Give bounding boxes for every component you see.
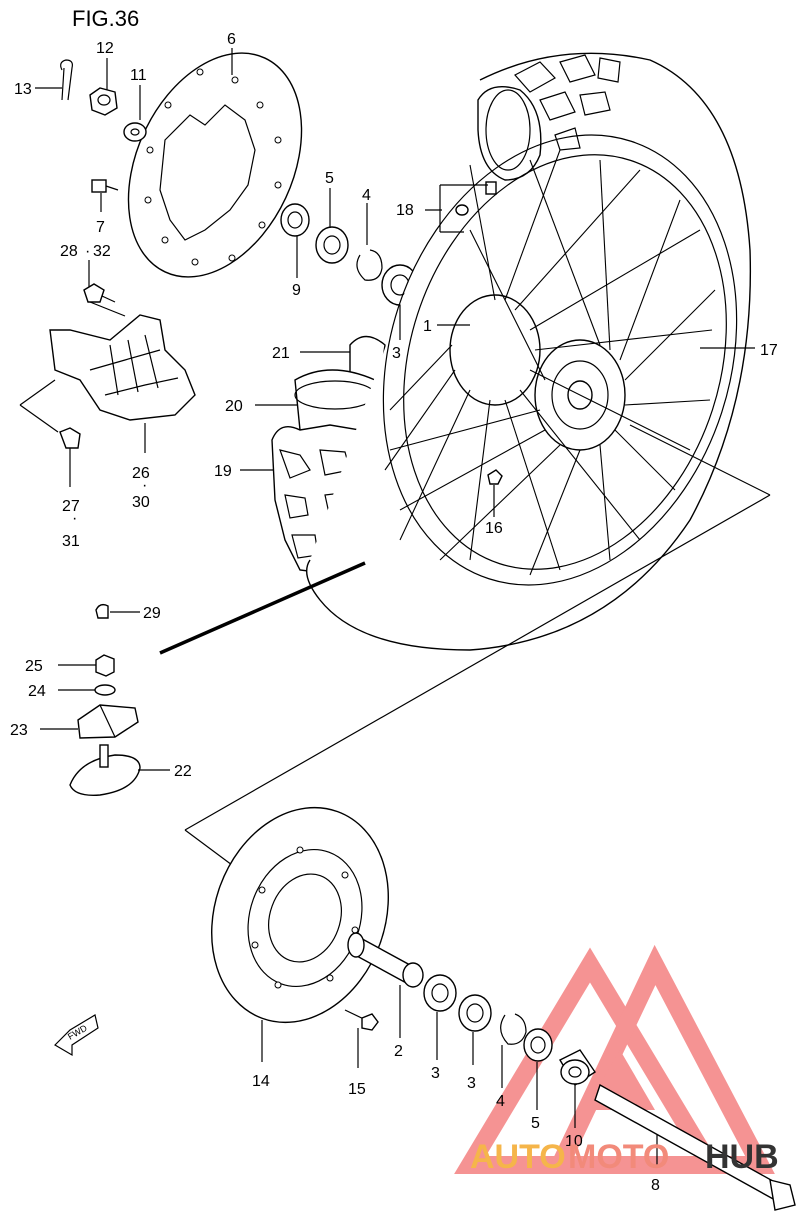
callout-15: 15 [348,1081,366,1098]
guide-line-b [184,494,771,831]
axle-line [159,561,366,655]
rear-sprocket [211,806,389,1024]
callout-28: 28 [60,243,78,260]
callout-26: 26 [132,465,150,482]
washer [123,122,147,142]
callout-29: 29 [143,605,161,622]
disc-bolt [91,179,119,193]
callout-12: 12 [96,40,114,57]
cotter-pin [60,59,73,101]
callout-19: 19 [214,463,232,480]
axle-collar [559,1049,596,1086]
callout-dot-b: · [142,477,147,494]
callout-23: 23 [10,722,28,739]
guard-screw [59,427,81,460]
oil-seal-5-top [315,226,349,264]
callout-5-bottom: 5 [531,1115,540,1132]
rear-axle [594,1083,796,1211]
watermark-moto: MOTO [568,1138,669,1176]
callout-4-top: 4 [362,187,371,204]
callout-13: 13 [14,81,32,98]
callout-21: 21 [272,345,290,362]
bearing-3-left [423,974,457,1012]
callout-7: 7 [96,219,105,236]
watermark-auto: AUTO [470,1138,566,1176]
callout-27: 27 [62,498,80,515]
callout-dot-c: · [72,510,77,527]
callout-dot-a: · [85,243,90,260]
guard-bolt [83,283,116,303]
callout-6: 6 [227,31,236,48]
axle-spacer [347,932,424,988]
valve-cap [95,603,109,619]
oil-seal-5-bottom [523,1028,553,1062]
callout-8: 8 [651,1177,660,1194]
rim-lock-nut [95,654,115,677]
wheel-assembly [306,52,752,651]
circlip-4-top [356,249,383,281]
callout-32: 32 [93,243,111,260]
watermark-logo [454,944,775,1174]
callout-24: 24 [28,683,46,700]
callout-20: 20 [225,398,243,415]
forward-arrow: FWD [54,1014,99,1057]
sprocket-bolt [344,1009,379,1031]
callout-17: 17 [760,342,778,359]
callout-9: 9 [292,282,301,299]
bearing-3-right [458,994,492,1032]
disc-guard [49,314,196,421]
callout-3-b: 3 [467,1075,476,1092]
circlip-4-bottom [500,1013,527,1045]
callout-30: 30 [132,494,150,511]
callout-3-a: 3 [431,1065,440,1082]
spacer-9 [280,203,310,237]
watermark-hub: HUB [705,1138,779,1176]
callout-25: 25 [25,658,43,675]
callout-22: 22 [174,763,192,780]
leader-lines [19,48,755,1168]
rim-lock [77,704,139,739]
figure-title: FIG.36 [72,6,139,31]
callout-1: 1 [423,318,432,335]
callout-11: 11 [130,67,147,84]
guide-line-a [629,424,771,496]
callout-4-bottom: 4 [496,1093,505,1110]
guide-line-c [184,829,233,866]
callout-18: 18 [396,202,414,219]
callout-31: 31 [62,533,80,550]
tube-valve [69,744,141,796]
castle-nut [89,87,118,116]
watermark-text: AUTO MOTO HUB [470,1138,779,1176]
rim-lock-washer [94,684,116,696]
callout-2: 2 [394,1043,403,1060]
callout-5-top: 5 [325,170,334,187]
callout-14: 14 [252,1073,270,1090]
callout-10: 10 [565,1133,583,1150]
brake-disc [127,52,303,278]
callout-16: 16 [485,520,503,537]
callout-3-top: 3 [392,345,401,362]
callout-numbers: 13 12 11 6 7 28 · 32 5 4 9 3 18 1 21 20 … [10,31,778,1194]
